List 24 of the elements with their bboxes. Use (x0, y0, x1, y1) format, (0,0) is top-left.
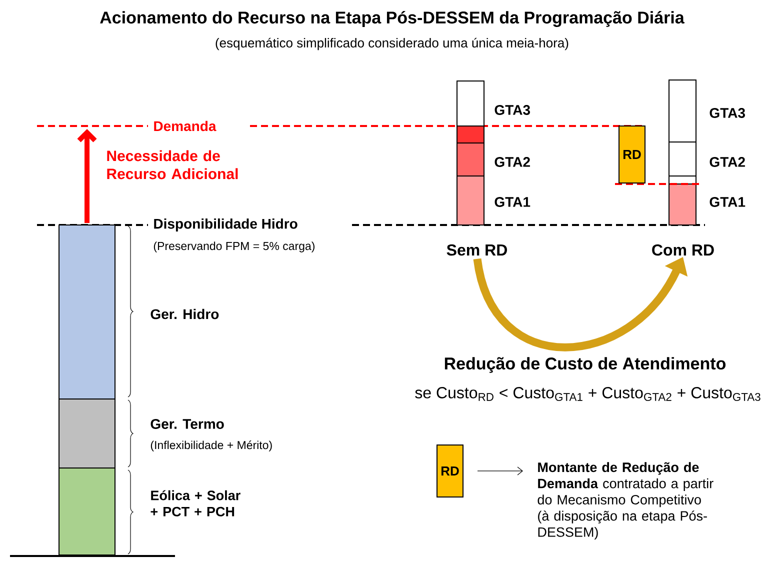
segment-label: GTA2 (710, 157, 745, 167)
segment-label: Ger. Hidro (150, 308, 219, 320)
availability-label: Disponibilidade Hidro (154, 218, 298, 232)
segment-label: GTA1 (710, 197, 746, 207)
description-text: Montante de Redução de Demanda contratado a partir do Mecanismo Competitivo (à disposição na etapa Pós-DESSEM) (538, 462, 714, 540)
segment-label: GTA1 (494, 197, 530, 207)
scenario-label: Sem RD (446, 244, 507, 256)
segment-label: GTA2 (494, 157, 530, 167)
note-text: (Preservando FPM = 5% carga) (154, 242, 314, 252)
segment-label: Ger. Termo (150, 419, 224, 429)
arrow (477, 466, 523, 476)
segment-label: GTA3 (494, 105, 530, 115)
segment-label: GTA3 (710, 108, 745, 118)
scenario-label: Com RD (652, 244, 714, 256)
condition-text: se Custo$_{RD}$ < Custo$_{GTA1}$ + Custo$_{GTA2}$ + Custo$_{GTA3}$ (415, 387, 760, 401)
note-text: (Inflexibilidade + Mérito) (150, 440, 272, 452)
heading: Redução de Custo de Atendimento (444, 357, 726, 373)
need-label: Necessidade de Recurso Adicional (107, 150, 238, 180)
rd-box: RD (436, 444, 464, 498)
segment-label: Eólica + Solar + PCT + PCH (150, 490, 240, 516)
title: Acionamento do Recurso na Etapa Pós-DESSEM da Programação Diária (100, 10, 684, 28)
subtitle: (esquemático simplificado considerado uma única meia-hora) (216, 38, 568, 50)
demand-label: Demanda (154, 120, 216, 132)
rd-box: RD (618, 126, 646, 184)
